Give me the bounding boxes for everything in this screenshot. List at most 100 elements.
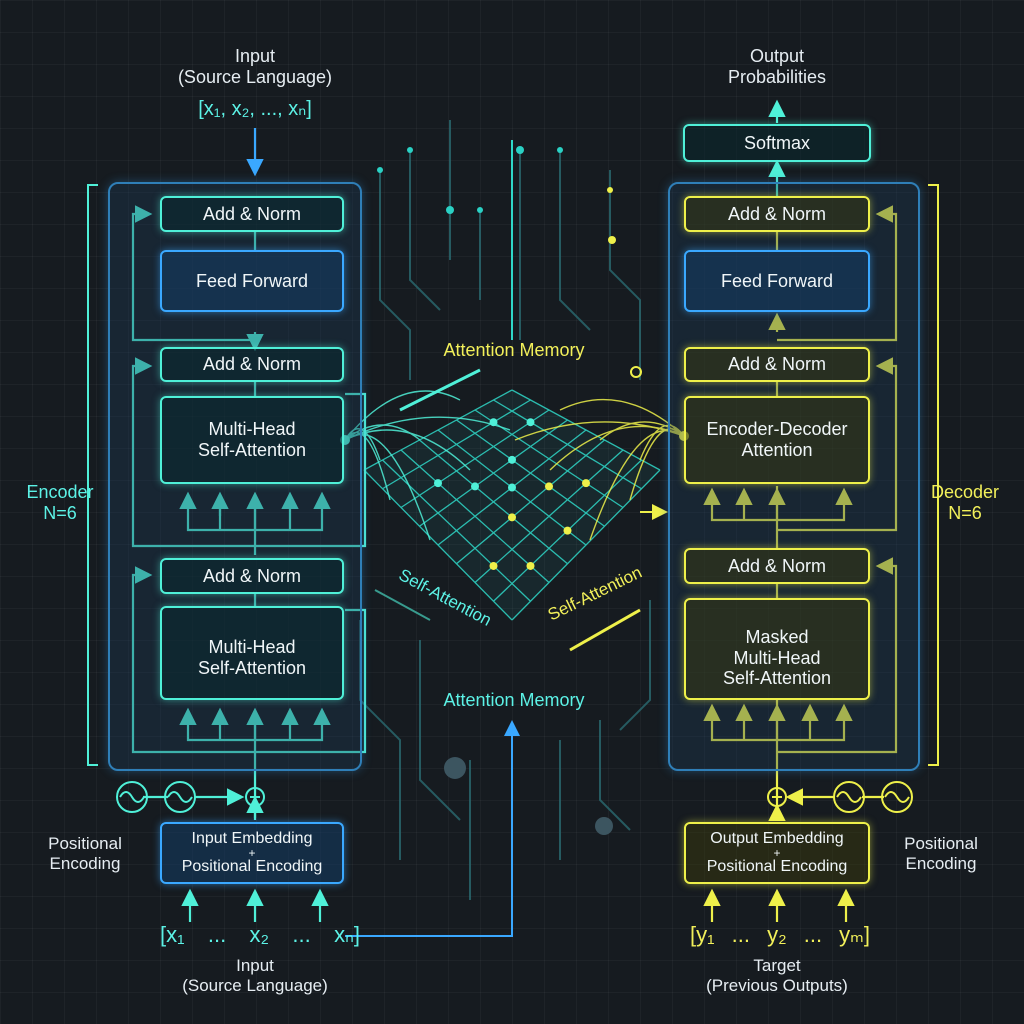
decoder-feed-forward[interactable]: Feed Forward [684, 250, 870, 312]
decoder-add-norm-mid[interactable]: Add & Norm [684, 347, 870, 382]
sine-wave-icon [833, 781, 913, 813]
add-norm-label: Add & Norm [202, 354, 302, 375]
grid-line [456, 439, 605, 565]
decoder-masked-attention[interactable]: Masked Multi-Head Self-Attention [684, 598, 870, 700]
attention-label-line1: Masked [745, 626, 809, 647]
encoder-bracket [87, 184, 98, 766]
softmax-box[interactable]: Softmax [683, 124, 871, 162]
vector-token: xₙ] [334, 922, 360, 947]
decoder-label-line1: Decoder [930, 482, 1000, 502]
attention-label-line2: Self-Attention [197, 440, 307, 460]
encoder-label-line2: N=6 [43, 502, 77, 523]
attention-curve [639, 424, 685, 461]
embedding-label-line1: Output Embedding [710, 829, 844, 847]
positional-label-line1: Positional [904, 834, 978, 853]
input-bottom-line2: (Source Language) [182, 975, 328, 995]
grid-node [508, 513, 516, 522]
grid-node [526, 561, 535, 570]
output-title-line2: Probabilities [727, 66, 827, 87]
encoder-input-bottom: Input (Source Language) [155, 956, 355, 995]
attention-memory-bottom-label: Attention Memory [443, 690, 585, 710]
encoder-add-norm-mid[interactable]: Add & Norm [160, 347, 344, 382]
encoder-self-attention-1[interactable]: Multi-Head Self-Attention [160, 396, 344, 484]
grid-node [489, 561, 498, 570]
grid-line [511, 389, 661, 471]
attention-label-line2: Attention [741, 440, 813, 460]
attention-label-line3: Self-Attention [722, 668, 832, 689]
add-norm-label: Add & Norm [202, 203, 302, 224]
accent-line [374, 589, 431, 621]
encoder-input-title-line1: Input [234, 46, 276, 66]
vector-token: yₘ] [839, 922, 870, 947]
encoder-input-title: Input (Source Language) [155, 46, 355, 87]
embedding-label-line3: Positional Encoding [181, 858, 323, 875]
decoder-input-arrows [703, 888, 855, 922]
grid-node [471, 482, 479, 491]
memory-link [345, 720, 520, 937]
decoder-output-title: Output Probabilities [677, 46, 877, 87]
embedding-label-line3: Positional Encoding [706, 858, 848, 875]
grid-node [434, 479, 442, 488]
encoder-add-norm-top[interactable]: Add & Norm [160, 196, 344, 232]
sine-wave-icon [116, 781, 196, 813]
encoder-input-arrows [181, 795, 329, 922]
attention-curve [514, 421, 685, 441]
encoder-positional-encoding-label: Positional Encoding [30, 834, 140, 873]
decoder-add-norm-low[interactable]: Add & Norm [684, 548, 870, 584]
vector-token: y₂ [767, 922, 787, 947]
encoder-add-norm-low[interactable]: Add & Norm [160, 558, 344, 594]
decoder-enc-dec-attention[interactable]: Encoder-Decoder Attention [684, 396, 870, 484]
attention-curve [344, 390, 461, 441]
attention-label-line1: Multi-Head [208, 637, 296, 658]
grid-line [456, 419, 605, 527]
grid-node [508, 483, 516, 492]
decoder-bracket [928, 184, 939, 766]
attention-label-line1: Multi-Head [208, 419, 296, 440]
attention-curve [344, 428, 381, 461]
attention-grid [340, 389, 689, 621]
output-title-line1: Output [749, 46, 805, 66]
grid-node [526, 418, 535, 427]
attention-memory-top-label: Attention Memory [443, 340, 585, 360]
decoder-positional-encoding-label: Positional Encoding [886, 834, 996, 873]
grid-line [511, 469, 661, 621]
decoder-embedding[interactable]: Output Embedding + Positional Encoding [684, 822, 870, 884]
grid-node [582, 479, 590, 488]
encoder-feed-forward[interactable]: Feed Forward [160, 250, 344, 312]
decor-dot [444, 757, 466, 779]
encoder-embedding[interactable]: Input Embedding + Positional Encoding [160, 822, 344, 884]
positional-label-line2: Encoding [49, 853, 121, 873]
vector-token: x₂ [249, 922, 270, 947]
feed-forward-label: Feed Forward [720, 270, 834, 291]
attention-label-line2: Self-Attention [197, 658, 307, 678]
add-norm-label: Add & Norm [202, 565, 302, 586]
softmax-label: Softmax [743, 132, 811, 153]
decoder-target-bottom: Target (Previous Outputs) [677, 956, 877, 995]
decor-dot [595, 817, 613, 835]
attention-label-line2: Multi-Head [733, 647, 821, 668]
accent-line [569, 608, 641, 652]
vector-token: [x₁ [160, 922, 185, 947]
decoder-add-node [767, 787, 787, 807]
embedding-label-plus: + [248, 846, 256, 860]
grid-node [545, 482, 553, 491]
decoder-add-norm-top[interactable]: Add & Norm [684, 196, 870, 232]
accent-line [399, 368, 481, 412]
grid-node [563, 526, 572, 535]
target-bottom-line1: Target [753, 956, 801, 975]
decoder-label-line2: N=6 [948, 502, 982, 523]
feed-forward-label: Feed Forward [195, 270, 309, 291]
encoder-input-title-line2: (Source Language) [177, 66, 333, 87]
encoder-self-attention-2[interactable]: Multi-Head Self-Attention [160, 606, 344, 700]
grid-line [493, 399, 642, 490]
encoder-input-vector: [x₁ ... x₂ ... xₙ] [160, 922, 360, 947]
decor-ring [630, 366, 642, 378]
encoder-input-vector-top: [x₁, x₂, ..., xₙ] [198, 98, 312, 120]
encoder-connectors [131, 128, 367, 820]
vector-token: ... [207, 922, 227, 947]
decoder-target-vector: [y₁ ... y₂ ... yₘ] [690, 922, 870, 947]
decoder-side-label: Decoder N=6 [915, 482, 1015, 523]
attention-label-line1: Encoder-Decoder [706, 419, 848, 440]
input-bottom-line1: Input [236, 956, 274, 975]
